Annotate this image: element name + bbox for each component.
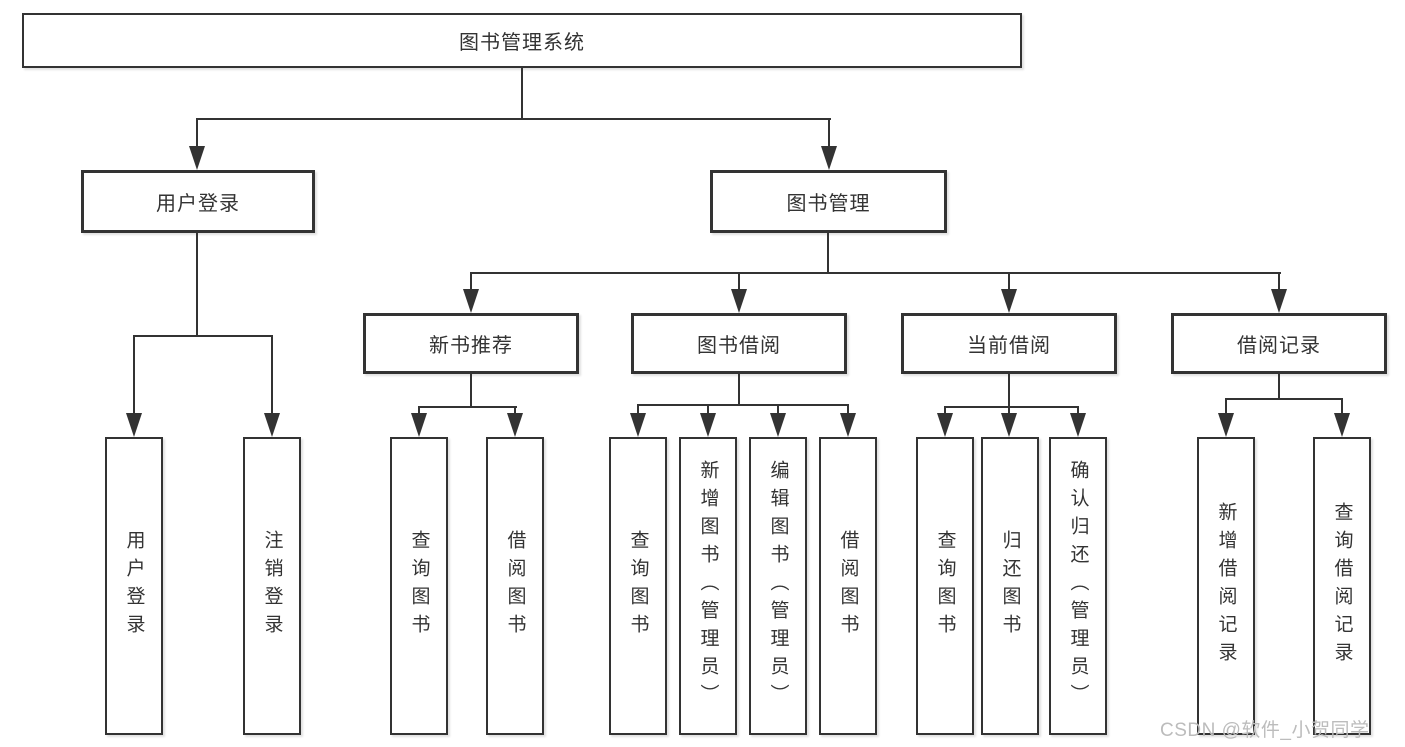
connector-line: [418, 406, 420, 416]
connector-line: [944, 406, 1079, 408]
arrow-down-icon: [1001, 289, 1017, 313]
node-leaf-cb-confirm-return: 确认归还（管理员）: [1049, 437, 1107, 735]
connector-line: [1008, 374, 1010, 408]
arrow-down-icon: [1334, 413, 1350, 437]
node-leaf-user-login: 用户登录: [105, 437, 163, 735]
connector-line: [470, 272, 1281, 274]
node-book-borrow: 图书借阅: [631, 313, 847, 374]
node-leaf-bb-edit-book: 编辑图书（管理员）: [749, 437, 807, 735]
node-current-borrow: 当前借阅: [901, 313, 1117, 374]
connector-line: [196, 233, 198, 337]
arrow-down-icon: [840, 413, 856, 437]
watermark: CSDN @软件_小贺同学: [1160, 720, 1370, 741]
arrow-down-icon: [1070, 413, 1086, 437]
connector-line: [1278, 374, 1280, 400]
connector-line: [1077, 406, 1079, 416]
connector-line: [521, 67, 523, 119]
connector-line: [738, 272, 740, 292]
connector-line: [777, 404, 779, 416]
node-leaf-cb-query-book: 查询图书: [916, 437, 974, 735]
arrow-down-icon: [1271, 289, 1287, 313]
connector-line: [827, 233, 829, 274]
arrow-down-icon: [126, 413, 142, 437]
arrow-down-icon: [821, 146, 837, 170]
connector-line: [1225, 398, 1343, 400]
connector-line: [514, 406, 516, 416]
arrow-down-icon: [411, 413, 427, 437]
arrow-down-icon: [630, 413, 646, 437]
connector-line: [196, 118, 198, 148]
arrow-down-icon: [189, 146, 205, 170]
node-borrow-records: 借阅记录: [1171, 313, 1387, 374]
node-leaf-bb-add-book: 新增图书（管理员）: [679, 437, 737, 735]
arrow-down-icon: [731, 289, 747, 313]
connector-line: [637, 404, 849, 406]
node-leaf-nb-borrow-book: 借阅图书: [486, 437, 544, 735]
node-leaf-cb-return-book: 归还图书: [981, 437, 1039, 735]
connector-line: [1008, 272, 1010, 292]
connector-line: [197, 118, 831, 120]
node-leaf-logout: 注销登录: [243, 437, 301, 735]
arrow-down-icon: [937, 413, 953, 437]
node-leaf-nb-query-book: 查询图书: [390, 437, 448, 735]
connector-line: [738, 374, 740, 406]
node-leaf-bb-borrow-book: 借阅图书: [819, 437, 877, 735]
arrow-down-icon: [700, 413, 716, 437]
node-new-book-recommend: 新书推荐: [363, 313, 579, 374]
arrow-down-icon: [1001, 413, 1017, 437]
node-user-login: 用户登录: [81, 170, 315, 233]
node-root: 图书管理系统: [22, 13, 1022, 68]
arrow-down-icon: [1218, 413, 1234, 437]
node-leaf-br-query-record: 查询借阅记录: [1313, 437, 1371, 735]
connector-line: [707, 404, 709, 416]
connector-line: [470, 374, 472, 408]
arrow-down-icon: [507, 413, 523, 437]
connector-line: [637, 404, 639, 416]
node-leaf-br-add-record: 新增借阅记录: [1197, 437, 1255, 735]
connector-line: [847, 404, 849, 416]
arrow-down-icon: [463, 289, 479, 313]
node-leaf-bb-query-book: 查询图书: [609, 437, 667, 735]
connector-line: [1278, 272, 1280, 292]
arrow-down-icon: [770, 413, 786, 437]
connector-line: [470, 272, 472, 292]
connector-line: [1225, 398, 1227, 415]
connector-line: [133, 335, 273, 337]
connector-line: [1341, 398, 1343, 415]
arrow-down-icon: [264, 413, 280, 437]
connector-line: [133, 335, 135, 415]
connector-line: [828, 118, 830, 148]
connector-line: [271, 335, 273, 415]
connector-line: [1008, 406, 1010, 416]
connector-line: [418, 406, 517, 408]
connector-line: [944, 406, 946, 416]
node-book-management: 图书管理: [710, 170, 947, 233]
